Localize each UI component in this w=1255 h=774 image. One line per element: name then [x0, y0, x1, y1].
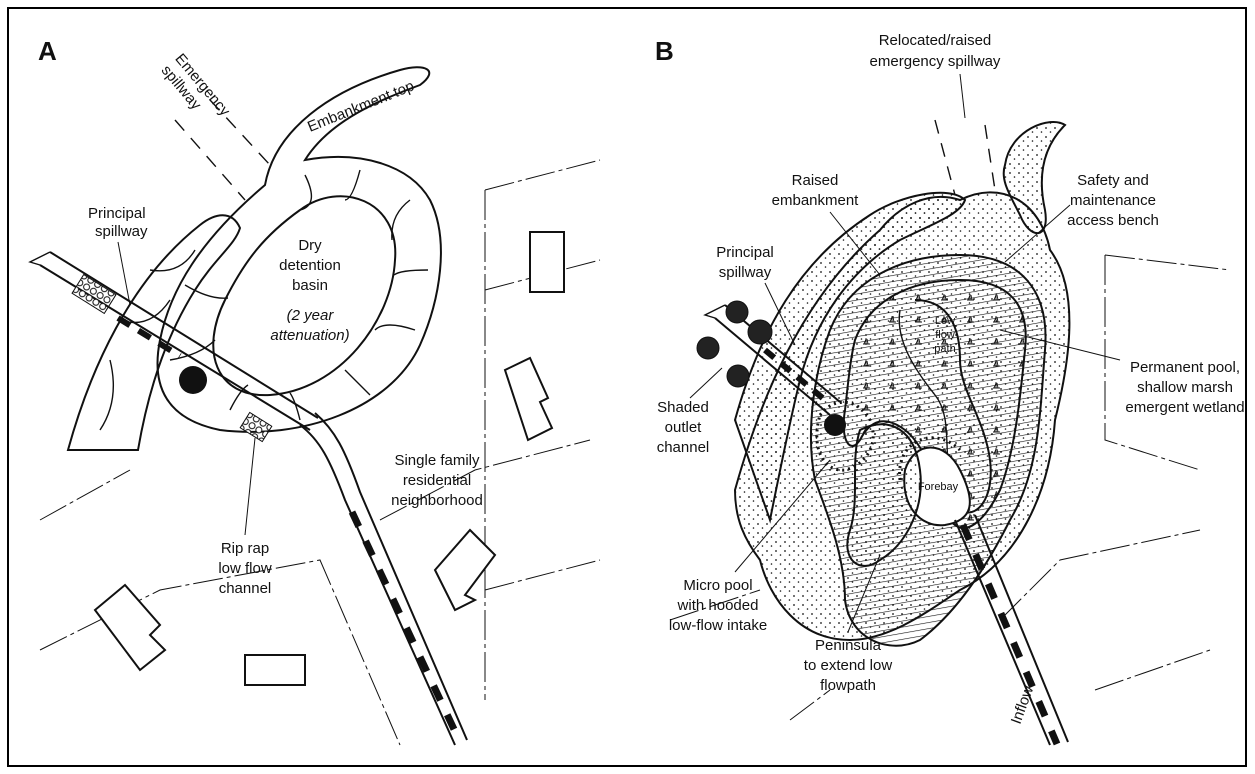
- label-residential-line3: neighborhood: [391, 492, 483, 509]
- house-a-5: [505, 358, 552, 440]
- panel-a-letter: A: [38, 36, 57, 66]
- label-residential-line2: residential: [403, 472, 471, 489]
- label-basin-line3: basin: [292, 277, 328, 294]
- b-inflow-pipe-dashes: [963, 525, 1057, 744]
- label-basin-line2: detention: [279, 257, 341, 274]
- b-outlet-tip: [705, 305, 725, 318]
- leader-relocated: [960, 74, 965, 118]
- label-safety-line1: Safety and: [1077, 172, 1149, 189]
- label-forebay: Forebay: [918, 481, 959, 493]
- label-raised-line2: embankment: [772, 192, 860, 209]
- label-basin-line4: (2 year: [287, 307, 335, 324]
- label-shaded-line1: Shaded: [657, 399, 709, 416]
- b-spillway-dash-1: [935, 120, 955, 195]
- basin-scallops: [170, 170, 428, 420]
- leader-shaded: [690, 368, 722, 398]
- b-principal-spillway-riser: [824, 414, 846, 436]
- label-micro-line1: Micro pool: [683, 577, 752, 594]
- label-b-principal-line1: Principal: [716, 244, 774, 261]
- label-relocated-line1: Relocated/raised: [879, 32, 992, 49]
- label-peninsula-line2: to extend low: [804, 657, 893, 674]
- label-shaded-line3: channel: [657, 439, 710, 456]
- house-a-3: [435, 530, 495, 610]
- house-a-4: [530, 232, 564, 292]
- label-peninsula-line1: Peninsula: [815, 637, 882, 654]
- label-riprap-line2: low flow: [218, 560, 272, 577]
- label-micro-line2: with hooded: [677, 597, 759, 614]
- label-shaded-line2: outlet: [665, 419, 703, 436]
- house-a-2: [245, 655, 305, 685]
- dry-detention-basin: [213, 196, 395, 395]
- inflow-pipe-dashes: [352, 512, 460, 742]
- label-safety-line2: maintenance: [1070, 192, 1156, 209]
- label-relocated-line2: emergency spillway: [870, 53, 1001, 70]
- label-peninsula-line3: flowpath: [820, 677, 876, 694]
- house-a-1: [95, 585, 165, 670]
- label-basin-line1: Dry: [298, 237, 322, 254]
- label-principal-spillway-line1: Principal: [88, 205, 146, 222]
- label-lowflow-line3: path: [934, 343, 955, 355]
- label-b-principal-line2: spillway: [719, 264, 772, 281]
- panel-b: B: [655, 32, 1245, 745]
- label-riprap-line1: Rip rap: [221, 540, 269, 557]
- panel-b-letter: B: [655, 36, 674, 66]
- principal-spillway-riser: [179, 366, 207, 394]
- label-riprap-line3: channel: [219, 580, 272, 597]
- riprap-low-flow-channel: [240, 412, 272, 441]
- label-residential-line1: Single family: [394, 452, 480, 469]
- leader-riprap: [245, 438, 255, 535]
- label-safety-line3: access bench: [1067, 212, 1159, 229]
- label-pool-line3: emergent wetland: [1125, 399, 1244, 416]
- label-lowflow-line2: flow: [935, 329, 955, 341]
- label-basin-line5: attenuation): [270, 327, 349, 344]
- panel-a: A Emergency: [30, 36, 600, 745]
- label-pool-line2: shallow marsh: [1137, 379, 1233, 396]
- label-micro-line3: low-flow intake: [669, 617, 767, 634]
- label-emergency-spillway: Emergency spillway: [158, 50, 234, 131]
- label-raised-line1: Raised: [792, 172, 839, 189]
- outlet-tip: [30, 252, 50, 265]
- emergency-spillway-dash-1: [175, 120, 245, 200]
- label-principal-spillway-line2: spillway: [95, 223, 148, 240]
- label-pool-line1: Permanent pool,: [1130, 359, 1240, 376]
- label-lowflow-line1: Low: [935, 315, 955, 327]
- b-spillway-dash-2: [985, 125, 995, 190]
